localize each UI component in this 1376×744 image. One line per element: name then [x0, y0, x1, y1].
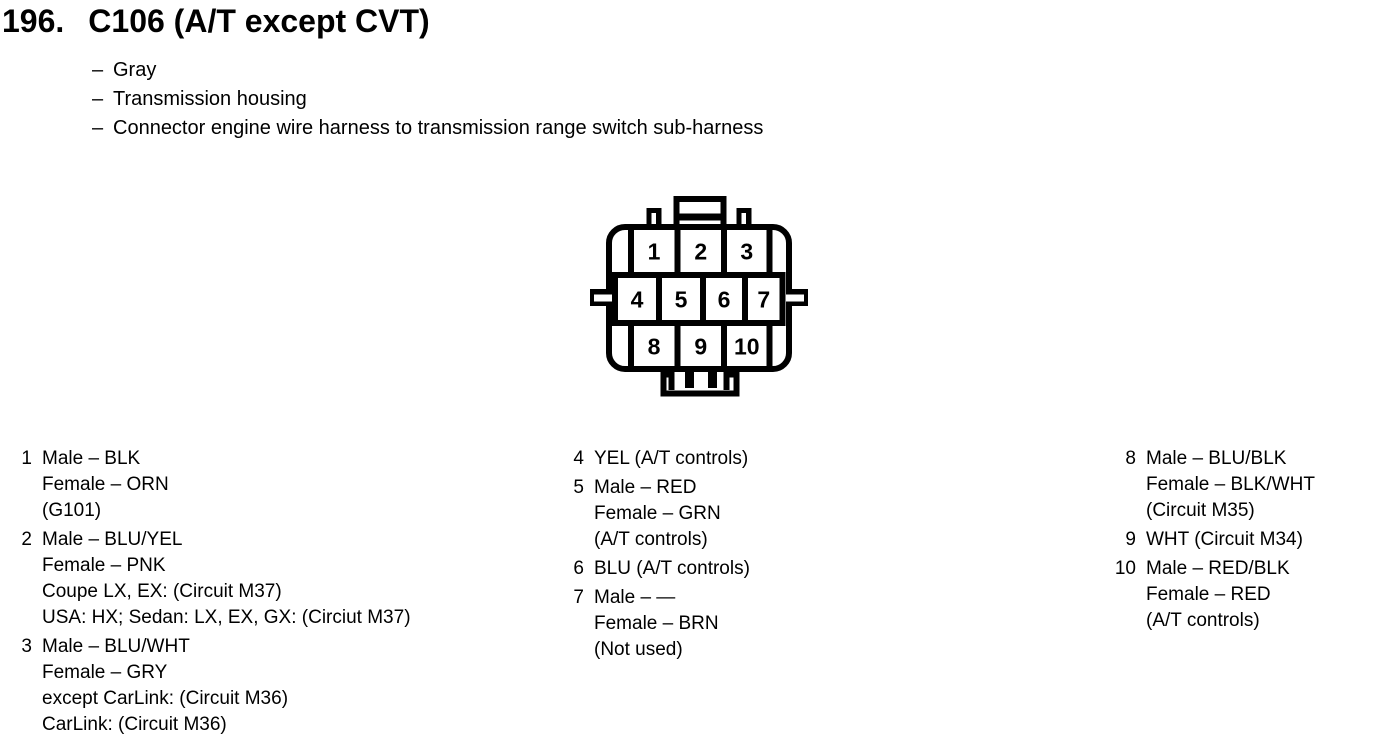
attribute-text: Connector engine wire harness to transmi… [113, 117, 764, 139]
legend-line: Female – PNK [42, 555, 166, 576]
legend-line: Female – ORN [42, 474, 169, 495]
pin-ref: 4 [573, 448, 584, 469]
index-tab-left [646, 208, 662, 225]
pin-description-5: 5 Male – RED Female – GRN (A/T controls) [552, 475, 932, 553]
pin-numbers: 1 2 3 4 5 6 7 8 9 10 [631, 239, 771, 360]
dash-bullet: – [92, 59, 104, 81]
legend-line: USA: HX; Sedan: LX, EX, GX: (Circiut M37… [42, 607, 411, 628]
pin-number-4: 4 [631, 287, 644, 313]
legend-line: Male – — [594, 587, 676, 608]
pin-legend-column-3: 8 Male – BLU/BLK Female – BLK/WHT (Circu… [1104, 446, 1376, 634]
legend-line: CarLink: (Circuit M36) [42, 714, 227, 735]
legend-line: (Circuit M35) [1146, 500, 1255, 521]
pin-cell-4 [612, 272, 662, 326]
pin-number-2: 2 [694, 239, 707, 265]
pin-description-8: 8 Male – BLU/BLK Female – BLK/WHT (Circu… [1104, 446, 1376, 524]
legend-line: (A/T controls) [594, 529, 708, 550]
page-title: 196. C106 (A/T except CVT) [2, 4, 430, 38]
attribute-text: Gray [113, 59, 157, 81]
legend-line: WHT (Circuit M34) [1146, 529, 1303, 550]
pin-ref: 3 [21, 636, 32, 657]
legend-line: Female – RED [1146, 584, 1271, 605]
pin-ref: 6 [573, 558, 584, 579]
legend-line: Female – BLK/WHT [1146, 474, 1315, 495]
pin-description-4: 4 YEL (A/T controls) [552, 446, 932, 472]
connector-attributes: – Gray – Transmission housing – Connecto… [92, 56, 763, 143]
attribute-line: – Gray [92, 56, 763, 85]
attribute-line: – Connector engine wire harness to trans… [92, 114, 763, 143]
pin-description-1: 1 Male – BLK Female – ORN (G101) [0, 446, 540, 524]
legend-line: Male – RED [594, 477, 697, 498]
dash-bullet: – [92, 88, 104, 110]
legend-line: Female – GRN [594, 503, 721, 524]
legend-line: (A/T controls) [1146, 610, 1260, 631]
pin-legend-column-1: 1 Male – BLK Female – ORN (G101) 2 Male … [0, 446, 540, 738]
pin-ref: 9 [1125, 529, 1136, 550]
pin-description-7: 7 Male – — Female – BRN (Not used) [552, 585, 932, 663]
pin-cell-10 [721, 320, 773, 372]
legend-line: (G101) [42, 500, 102, 521]
index-tab-right [736, 208, 752, 225]
attribute-line: – Transmission housing [92, 85, 763, 114]
attribute-text: Transmission housing [113, 88, 307, 110]
pin-number-7: 7 [757, 287, 770, 313]
section-number: 196. [2, 3, 65, 39]
legend-line: Female – GRY [42, 662, 168, 683]
pin-description-9: 9 WHT (Circuit M34) [1104, 527, 1376, 553]
pin-ref: 5 [573, 477, 584, 498]
pin-legend-column-2: 4 YEL (A/T controls) 5 Male – RED Female… [552, 446, 932, 663]
side-lug-slot-left [594, 294, 613, 302]
bottom-bracket [660, 368, 740, 397]
legend-line: BLU (A/T controls) [594, 558, 750, 579]
legend-line: Male – BLU/BLK [1146, 448, 1287, 469]
pin-number-3: 3 [740, 239, 753, 265]
pin-number-6: 6 [718, 287, 731, 313]
pin-ref: 1 [21, 448, 32, 469]
pin-number-10: 10 [734, 334, 760, 360]
legend-line: (Not used) [594, 639, 683, 660]
legend-line: Female – BRN [594, 613, 719, 634]
pin-grid [612, 224, 786, 372]
legend-line: except CarLink: (Circuit M36) [42, 688, 289, 709]
legend-line: Coupe LX, EX: (Circuit M37) [42, 581, 282, 602]
legend-line: YEL (A/T controls) [594, 448, 749, 469]
pin-description-3: 3 Male – BLU/WHT Female – GRY except Car… [0, 634, 540, 738]
latch-tab [673, 196, 727, 230]
pin-description-10: 10 Male – RED/BLK Female – RED (A/T cont… [1104, 556, 1376, 634]
pin-description-2: 2 Male – BLU/YEL Female – PNK Coupe LX, … [0, 527, 540, 631]
legend-line: Male – RED/BLK [1146, 558, 1290, 579]
pin-number-5: 5 [675, 287, 688, 313]
pin-number-8: 8 [648, 334, 661, 360]
legend-line: Male – BLK [42, 448, 141, 469]
legend-line: Male – BLU/WHT [42, 636, 190, 657]
pin-ref: 10 [1114, 558, 1136, 579]
pin-cell-3 [721, 224, 773, 278]
pin-ref: 2 [21, 529, 32, 550]
pin-ref: 7 [573, 587, 584, 608]
side-lug-slot-right [785, 294, 804, 302]
connector-title: C106 (A/T except CVT) [88, 3, 430, 39]
pin-cell-7 [742, 272, 786, 326]
dash-bullet: – [92, 117, 104, 139]
pin-number-9: 9 [694, 334, 707, 360]
pin-description-6: 6 BLU (A/T controls) [552, 556, 932, 582]
legend-line: Male – BLU/YEL [42, 529, 183, 550]
pin-number-1: 1 [648, 239, 661, 265]
pin-ref: 8 [1125, 448, 1136, 469]
connector-diagram: 1 2 3 4 5 6 7 8 9 10 [590, 196, 808, 397]
